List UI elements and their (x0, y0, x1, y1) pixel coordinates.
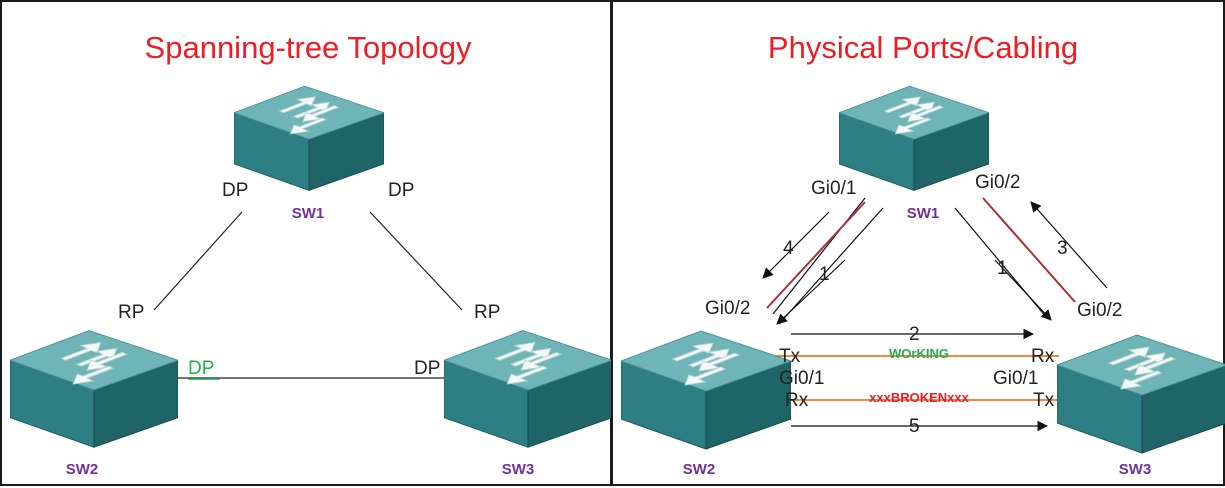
step-3-label: 3 (1057, 238, 1068, 259)
sw3-tx-label: Tx (1033, 390, 1055, 411)
sw3-gi01-label: Gi0/1 (993, 368, 1038, 389)
broken-link-label: xxxBROKENxxx (869, 390, 969, 405)
left-panel-stp-topology: Spanning-tree Topology SW1 SW2 SW3 DP DP… (0, 0, 612, 486)
sw1-left-port-role: DP (222, 180, 248, 201)
stp-topology-diagram: Spanning-tree Topology SW1 SW2 SW3 DP DP… (10, 30, 612, 478)
step-5-label: 5 (909, 416, 920, 437)
sw1-gi02-label: Gi0/2 (975, 172, 1020, 193)
sw1-switch-icon (234, 85, 384, 191)
arrow-step-4 (762, 211, 830, 279)
sw3-rx-label: Rx (1031, 346, 1055, 367)
sw1-gi01-label: Gi0/1 (811, 178, 856, 199)
sw1-label: SW1 (292, 205, 325, 222)
sw2-switch-icon (621, 330, 791, 450)
right-panel-physical-cabling: Physical Ports/Cabling SW1 SW2 SW3 Gi0/1… (611, 0, 1225, 486)
step-2-label: 2 (909, 324, 920, 345)
sw3-switch-icon (444, 330, 612, 448)
step-1-left-label: 1 (819, 264, 830, 285)
step-1-right-label: 1 (997, 258, 1008, 279)
sw2-switch-icon (10, 330, 178, 448)
right-title: Physical Ports/Cabling (768, 30, 1078, 65)
link-sw1-sw2 (153, 211, 243, 311)
arrow-step-1-right (994, 259, 1052, 321)
arrow-step-1-left (776, 259, 846, 325)
sw3-left-port-role: DP (414, 358, 440, 379)
arrow-step-3 (1030, 201, 1108, 289)
sw1-right-port-role: DP (388, 180, 414, 201)
sw2-up-port-role: RP (118, 302, 144, 323)
sw3-label: SW3 (502, 461, 535, 478)
cable-sw1-sw2-b (778, 207, 884, 325)
sw3-label: SW3 (1119, 461, 1152, 478)
left-title: Spanning-tree Topology (145, 30, 472, 65)
sw2-gi02-label: Gi0/2 (705, 298, 750, 319)
sw2-label: SW2 (66, 461, 99, 478)
sw2-tx-label: Tx (779, 346, 801, 367)
sw2-label: SW2 (683, 461, 716, 478)
sw3-switch-icon (1057, 334, 1225, 454)
link-sw1-sw3 (369, 211, 463, 311)
sw3-up-port-role: RP (474, 302, 500, 323)
physical-cabling-diagram: Physical Ports/Cabling SW1 SW2 SW3 Gi0/1… (621, 30, 1225, 478)
sw3-gi02-label: Gi0/2 (1077, 300, 1122, 321)
cable-sw1-sw2-red (766, 201, 866, 309)
cable-sw1-sw3-red (982, 197, 1076, 303)
sw2-gi01-label: Gi0/1 (779, 368, 824, 389)
sw1-switch-icon (839, 85, 989, 191)
sw2-right-port-role: DP (188, 358, 214, 379)
sw2-rx-label: Rx (785, 390, 809, 411)
sw1-label: SW1 (907, 205, 940, 222)
step-4-label: 4 (783, 238, 794, 259)
working-link-label: WOrKING (889, 346, 949, 361)
